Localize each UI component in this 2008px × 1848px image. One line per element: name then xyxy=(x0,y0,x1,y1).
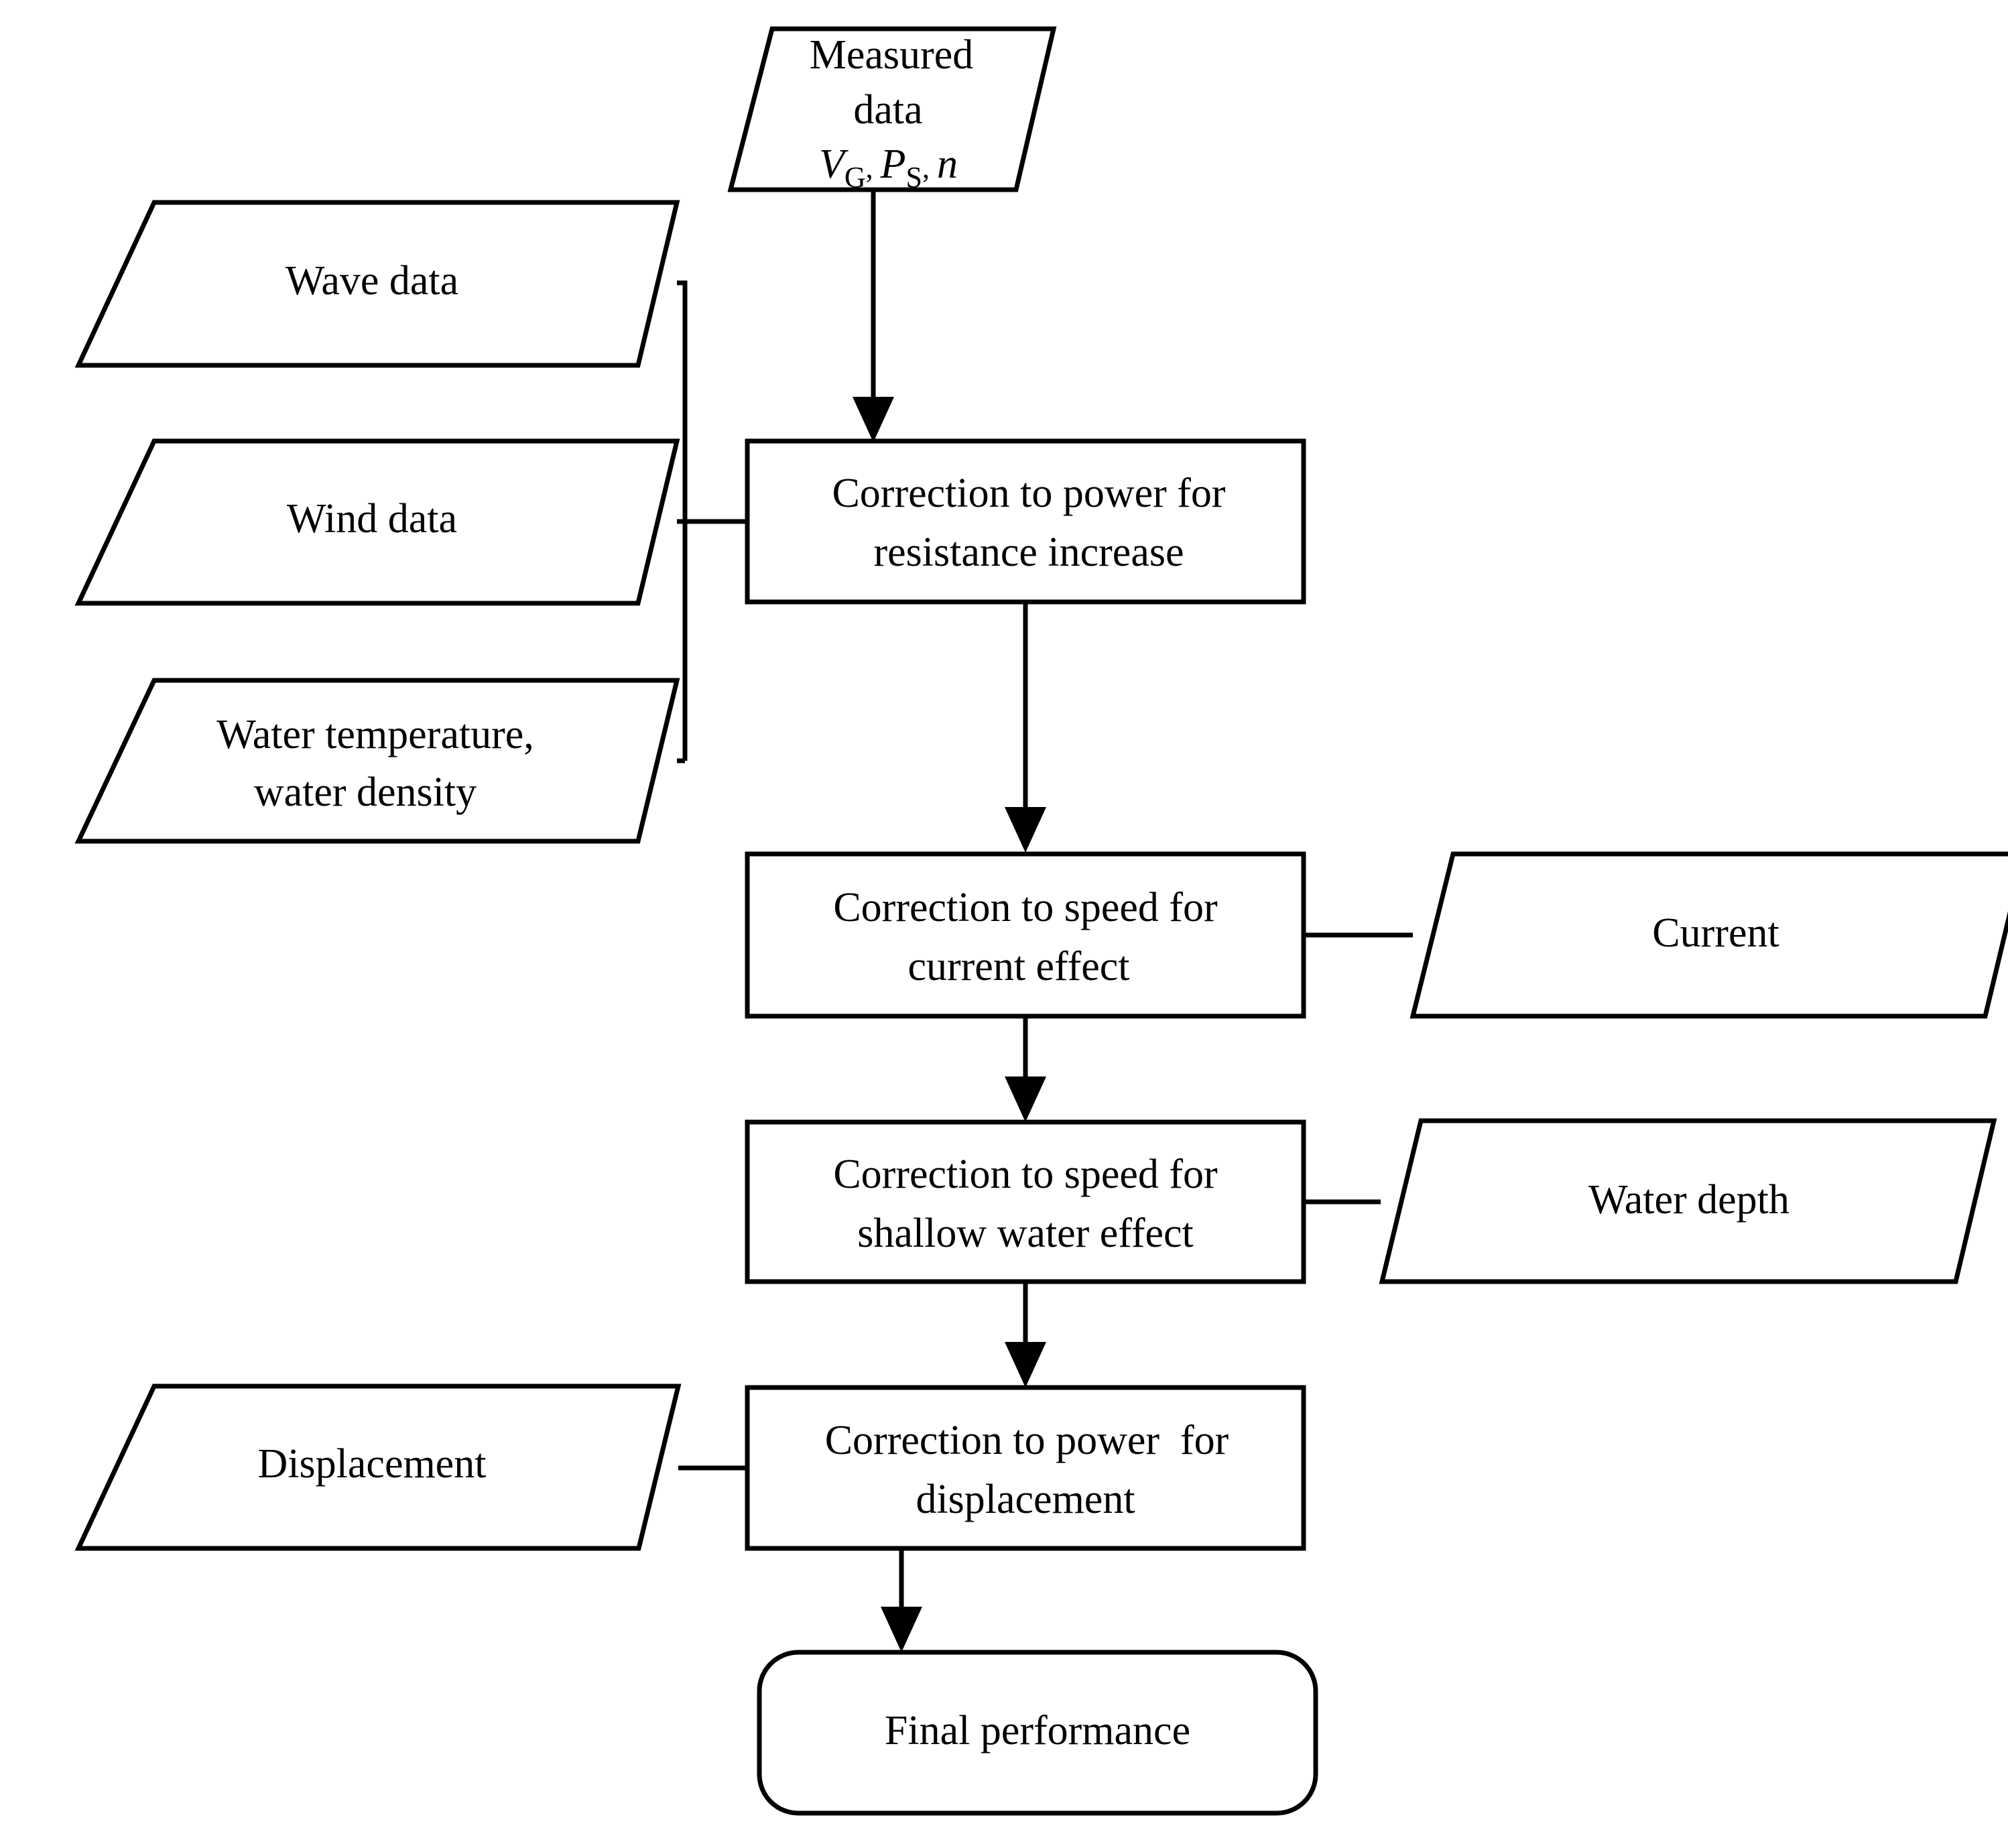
node-water-depth[interactable]: Water depth xyxy=(1379,1118,1997,1284)
edge-measured-to-resistance xyxy=(853,190,894,442)
correction-resistance-line1: Correction to power for xyxy=(832,471,1225,516)
displacement-label: Displacement xyxy=(258,1441,487,1487)
node-correction-shallow-water[interactable]: Correction to speed for shallow water ef… xyxy=(745,1119,1306,1284)
correction-current-line2: current effect xyxy=(907,944,1129,989)
correction-current-line1: Correction to speed for xyxy=(833,885,1218,930)
correction-displacement-line1: Correction to power for xyxy=(825,1418,1229,1463)
water-temperature-line1: Water temperature, xyxy=(216,712,534,757)
measured-data-line2: data xyxy=(853,87,922,133)
node-final-performance[interactable]: Final performance xyxy=(757,1650,1318,1816)
edge-resistance-to-current xyxy=(1005,602,1046,853)
node-water-temperature[interactable]: Water temperature, water density xyxy=(74,678,680,844)
node-wind-data[interactable]: Wind data xyxy=(74,438,680,606)
edge-wave-to-resistance xyxy=(677,280,688,761)
correction-displacement-line2: displacement xyxy=(916,1477,1135,1522)
measured-data-line1: Measured xyxy=(810,32,973,78)
measured-data-symbols: VG, PS, n xyxy=(725,141,1030,194)
node-correction-displacement[interactable]: Correction to power for displacement xyxy=(745,1385,1306,1551)
node-correction-resistance[interactable]: Correction to power for resistance incre… xyxy=(745,438,1306,605)
correction-shallow-line2: shallow water effect xyxy=(857,1211,1194,1256)
edge-correction-to-final xyxy=(881,1548,922,1652)
water-depth-label: Water depth xyxy=(1588,1177,1790,1223)
current-label: Current xyxy=(1652,910,1779,956)
wind-data-label: Wind data xyxy=(287,496,457,542)
node-wave-data[interactable]: Wave data xyxy=(74,200,680,368)
water-temperature-line2: water density xyxy=(254,769,477,815)
correction-shallow-line1: Correction to speed for xyxy=(833,1152,1218,1197)
wave-data-label: Wave data xyxy=(286,258,458,304)
correction-resistance-line2: resistance increase xyxy=(873,530,1184,575)
edge-currenteffect-to-shallow xyxy=(1005,1016,1046,1122)
node-displacement[interactable]: Displacement xyxy=(74,1383,682,1551)
final-performance-label: Final performance xyxy=(885,1708,1190,1753)
node-current[interactable]: Current xyxy=(1409,851,2008,1019)
node-correction-current-effect[interactable]: Correction to speed for current effect xyxy=(745,851,1306,1019)
node-measured-data[interactable]: Measured data VG, PS, n xyxy=(725,26,1057,194)
edge-shallow-to-displacement xyxy=(1005,1281,1046,1388)
